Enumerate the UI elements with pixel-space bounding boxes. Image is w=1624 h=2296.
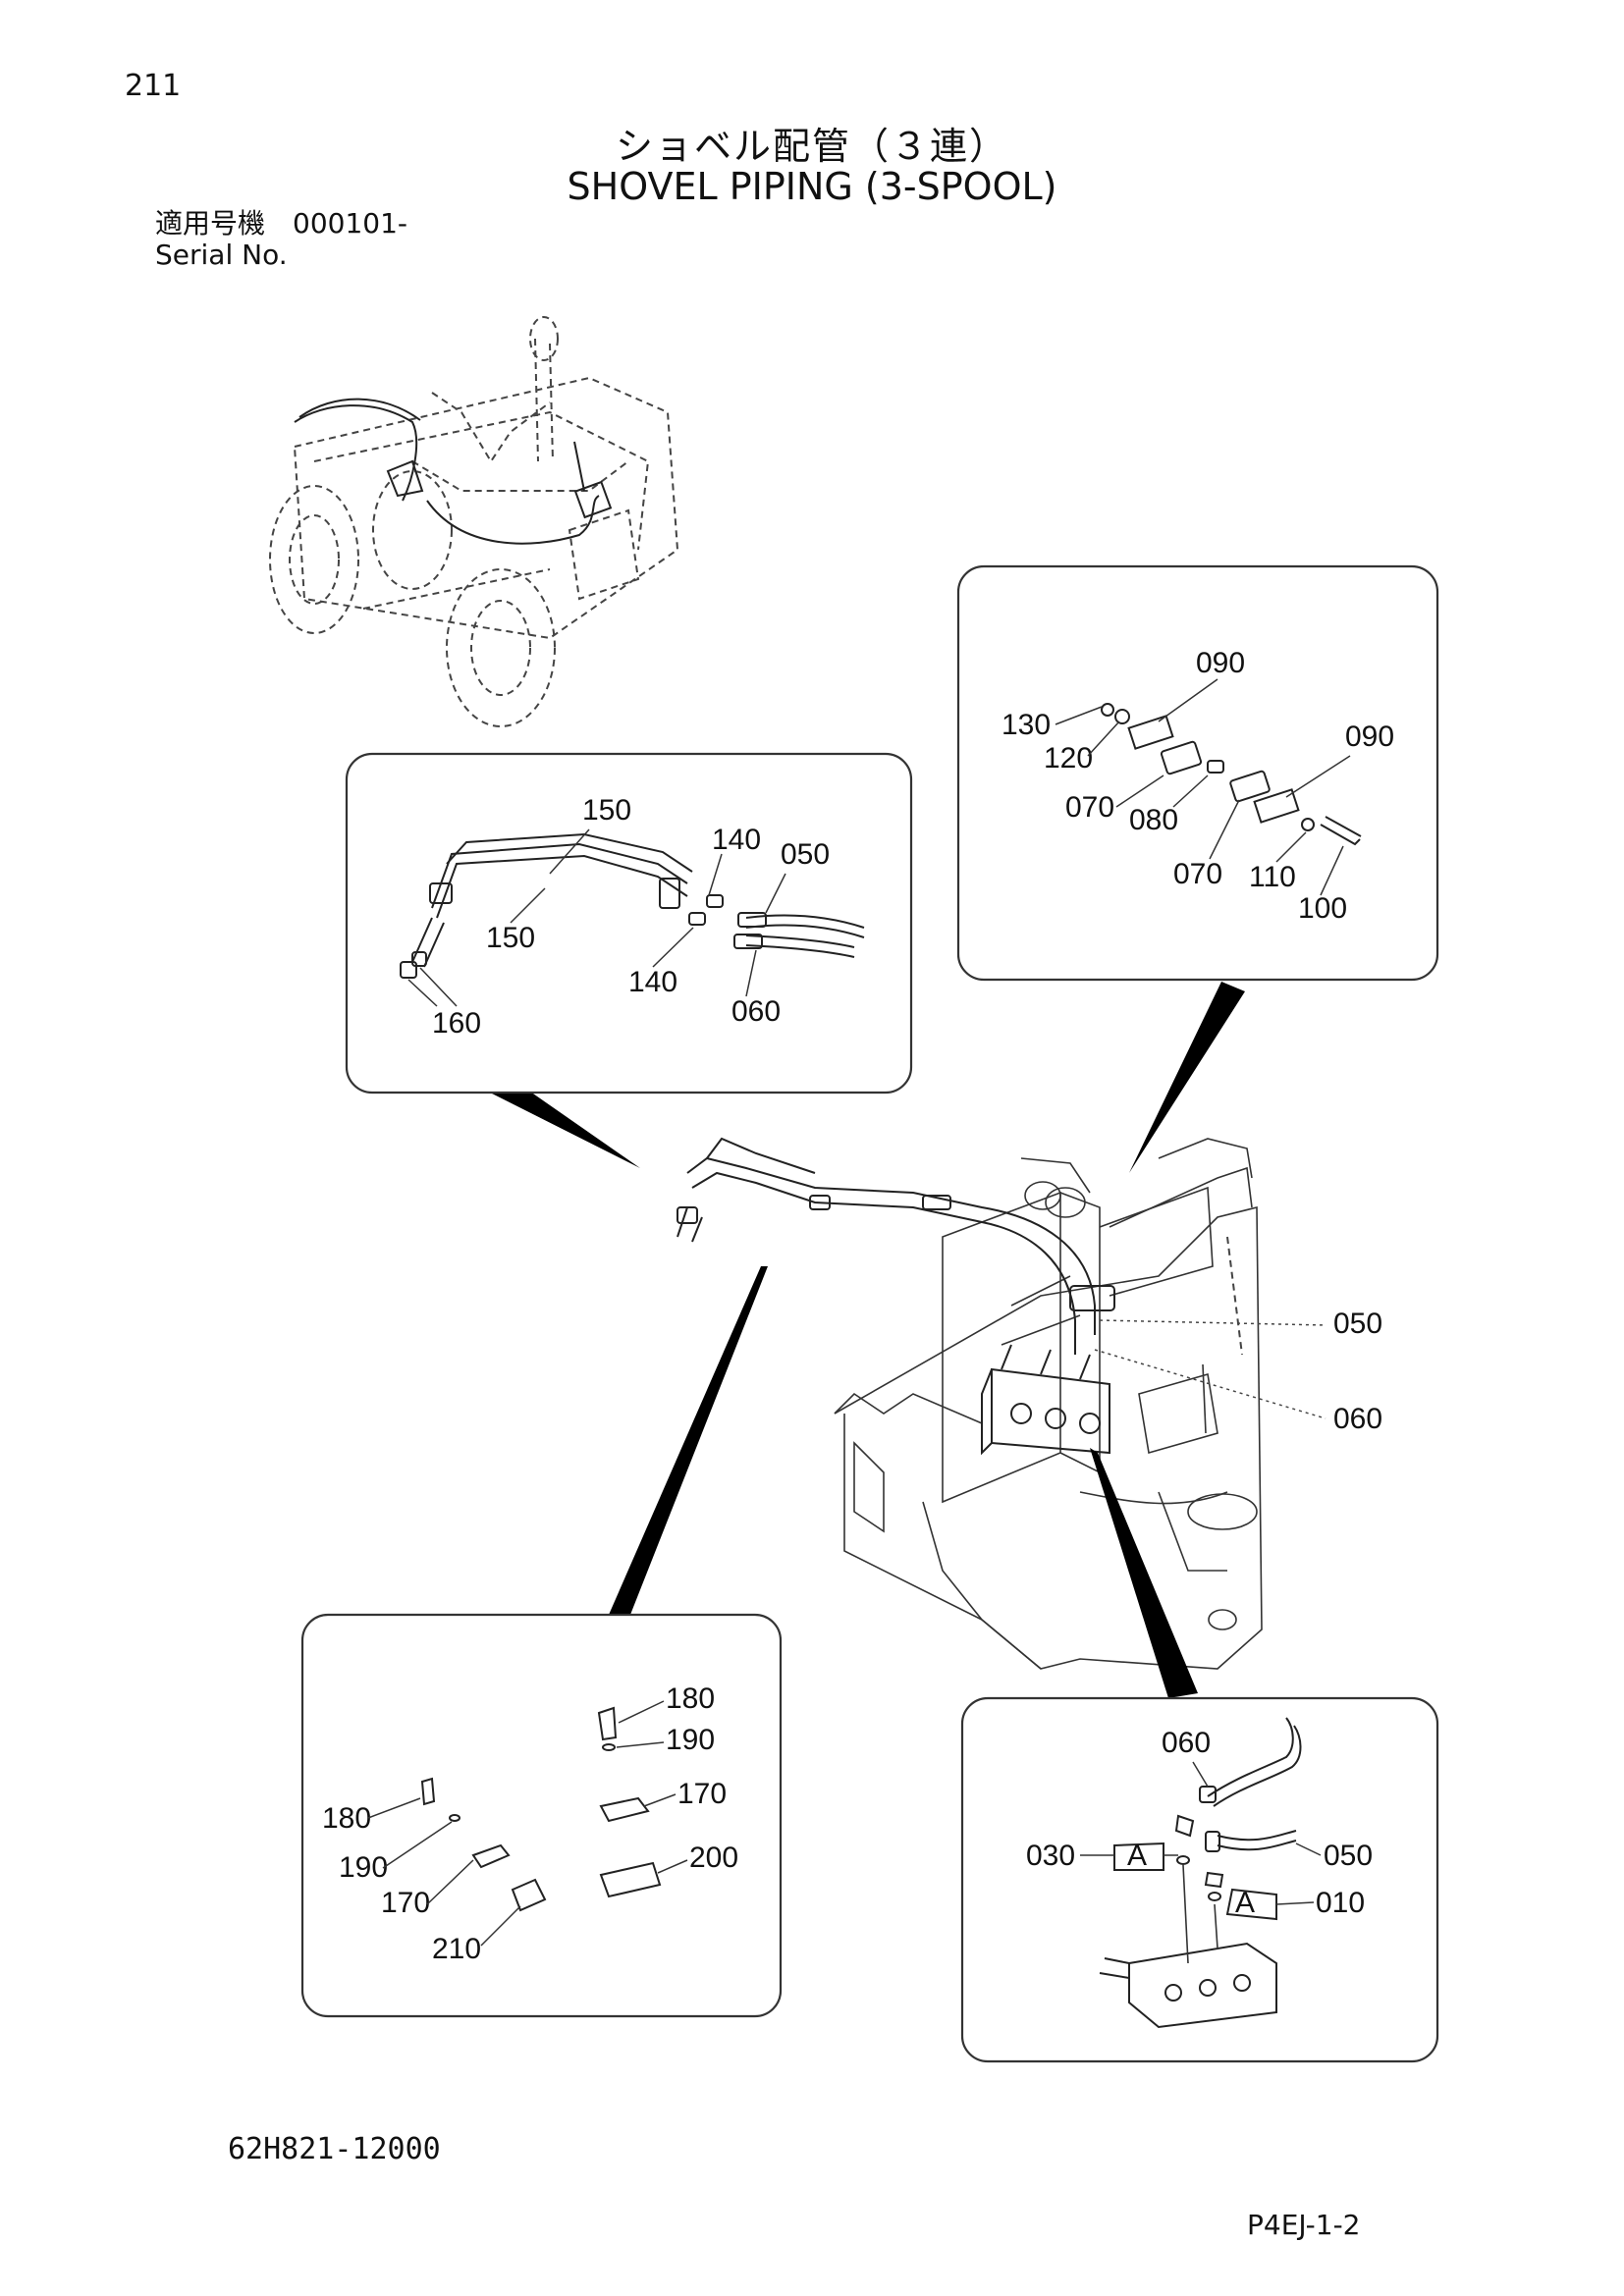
callout-label: 090 (1196, 647, 1245, 679)
pipe-assembly-drawing (677, 1137, 1115, 1456)
callout-label: 180 (666, 1682, 715, 1715)
serial-label-en: Serial No. (155, 239, 288, 271)
callout-label: 100 (1298, 892, 1347, 925)
panel-bracket: 180 190 170 200 180 190 170 210 (300, 1613, 783, 2018)
callout-label: 010 (1316, 1887, 1365, 1919)
callout-label: 140 (628, 966, 677, 998)
callout-label: 130 (1001, 709, 1051, 741)
callout-label: 210 (432, 1933, 481, 1965)
callout-label: 050 (781, 838, 830, 871)
callout-label: 050 (1324, 1840, 1373, 1872)
callout-label: 090 (1345, 721, 1394, 753)
callout-label: 200 (689, 1842, 738, 1874)
loader-frame-drawing (834, 1138, 1263, 1670)
callout-wedges (488, 982, 1245, 1698)
serial-label-jp: 適用号機 (155, 207, 266, 240)
part-number: 62H821-12000 (228, 2132, 441, 2166)
callout-label: 060 (1333, 1403, 1382, 1435)
callout-label: 190 (339, 1851, 388, 1884)
panel-valve: 060 030 A 050 A 010 (960, 1696, 1439, 2063)
callout-label: 150 (582, 794, 631, 827)
figure-reference: P4EJ-1-2 (1247, 2209, 1361, 2241)
callout-label: 180 (322, 1802, 371, 1835)
callout-label: A (1235, 1887, 1255, 1919)
callout-label: 080 (1129, 804, 1178, 836)
callout-label: 190 (666, 1724, 715, 1756)
callout-label: 160 (432, 1007, 481, 1040)
serial-value: 000101- (293, 207, 408, 240)
callout-label: 060 (1162, 1727, 1211, 1759)
callout-label: 170 (677, 1778, 727, 1810)
callout-label: 070 (1173, 858, 1222, 890)
callout-label: 070 (1065, 791, 1114, 824)
callout-label: 050 (1333, 1308, 1382, 1340)
callout-label: 030 (1026, 1840, 1075, 1872)
panel-pipes: 150 150 140 140 050 060 160 (345, 752, 913, 1095)
main-leaders (1094, 1319, 1326, 1419)
loader-overview-drawing (269, 316, 679, 727)
callout-label: 150 (486, 922, 535, 954)
panel-clamp: 090 090 130 120 070 080 070 110 100 (956, 564, 1439, 982)
page-title-en: SHOVEL PIPING (3-SPOOL) (567, 165, 1057, 208)
page-title-jp: ショベル配管（３連） (615, 125, 1008, 168)
callout-label: 110 (1249, 861, 1296, 893)
callout-label: 170 (381, 1887, 430, 1919)
page-number: 211 (125, 69, 182, 103)
callout-label: 060 (731, 995, 781, 1028)
callout-label: 120 (1044, 742, 1093, 774)
serial-row: 適用号機 000101- (155, 202, 407, 241)
callout-label: 140 (712, 824, 761, 856)
callout-label: A (1127, 1840, 1147, 1872)
